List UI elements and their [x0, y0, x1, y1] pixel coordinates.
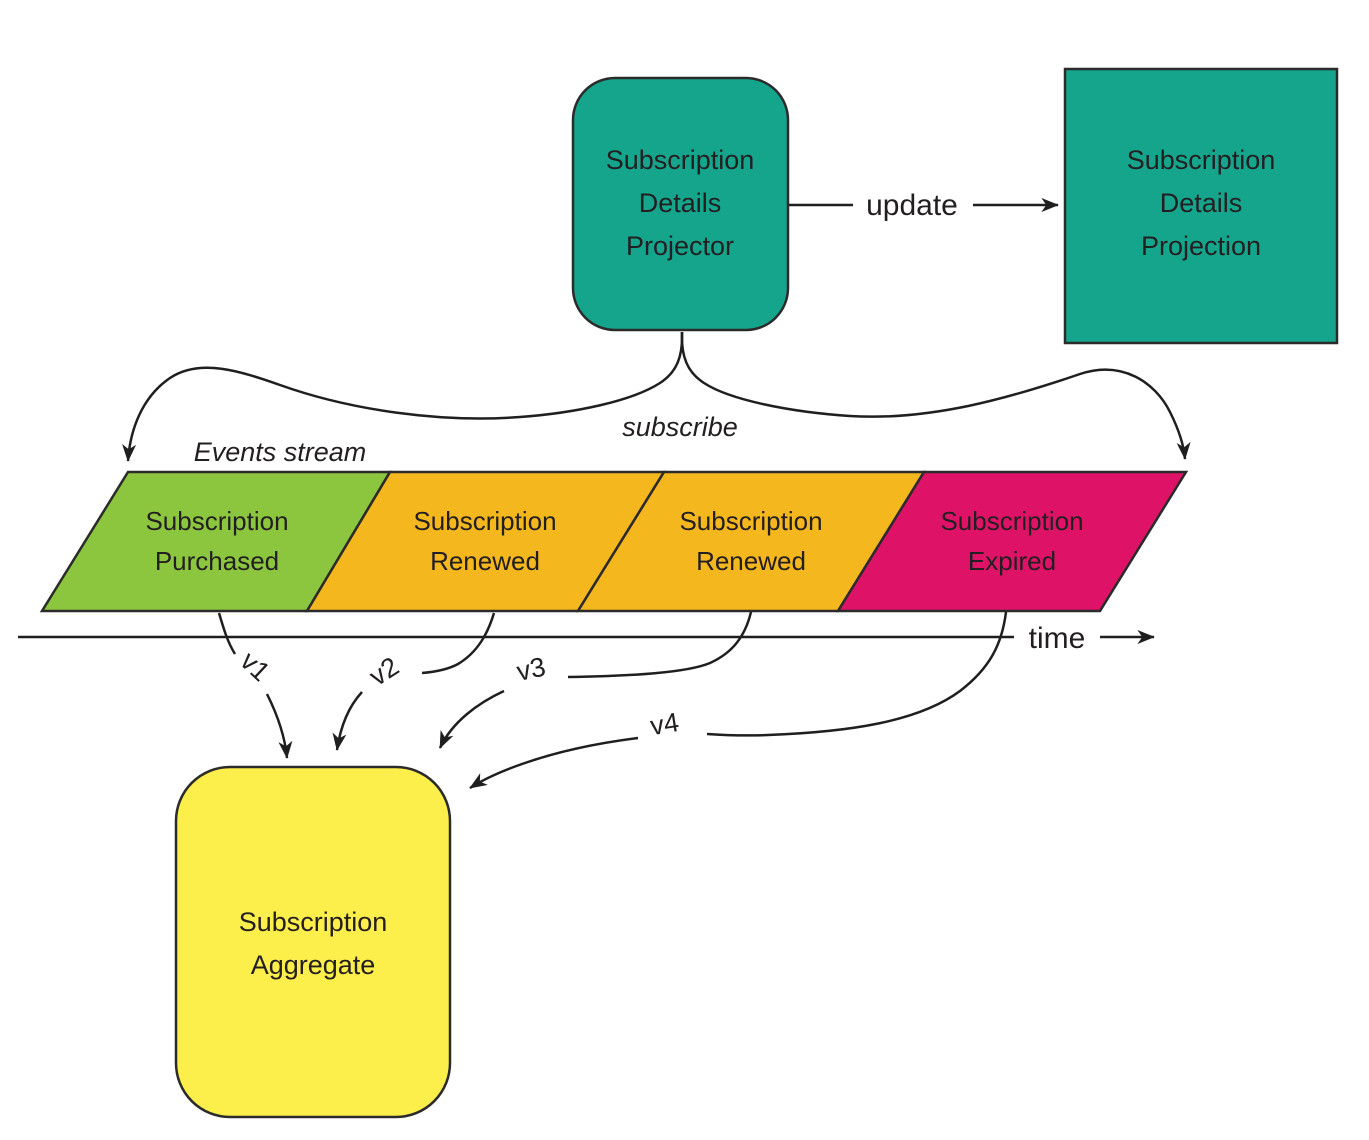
projector-label-line2: Details: [639, 188, 722, 218]
time-axis: time: [18, 622, 1155, 655]
projection-node: Subscription Details Projection: [1063, 67, 1339, 345]
version-arrows: v1 v2 v3 v4: [217, 611, 1008, 790]
v4-label: v4: [648, 707, 681, 741]
aggregate-box: [174, 765, 452, 1119]
projection-label-line2: Details: [1160, 188, 1243, 218]
subscribe-curve-right: [680, 331, 1191, 460]
time-label: time: [1029, 622, 1086, 655]
aggregate-label-line1: Subscription: [239, 907, 388, 937]
projection-box: [1063, 67, 1339, 345]
event3-label-line1: Subscription: [679, 506, 822, 536]
event-subscription-expired: [835, 470, 1189, 613]
aggregate-label-line2: Aggregate: [251, 950, 376, 980]
subscribe-arrows: subscribe: [122, 331, 1191, 462]
update-label: update: [866, 189, 958, 222]
v2-curve-upper: [421, 612, 496, 675]
projection-label-line1: Subscription: [1127, 145, 1276, 175]
v2-curve-lower: [332, 691, 363, 751]
v4-curve-left: [469, 736, 639, 790]
event3-label-line2: Renewed: [696, 546, 806, 576]
event2-label-line2: Renewed: [430, 546, 540, 576]
v1-curve-lower: [265, 693, 293, 759]
projector-node: Subscription Details Projector: [571, 76, 790, 332]
projection-label-line3: Projection: [1141, 231, 1261, 261]
v1-label: v1: [234, 646, 275, 687]
v3-curve-upper: [567, 611, 753, 679]
subscribe-curve-left: [122, 331, 684, 462]
event2-label-line1: Subscription: [413, 506, 556, 536]
v3-label: v3: [514, 652, 548, 687]
projector-label-line1: Subscription: [606, 145, 755, 175]
event1-label-line1: Subscription: [145, 506, 288, 536]
projector-label-line3: Projector: [626, 231, 734, 261]
event1-label-line2: Purchased: [155, 546, 279, 576]
event4-label-line1: Subscription: [940, 506, 1083, 536]
v2-label: v2: [364, 651, 404, 692]
event4-label-line2: Expired: [968, 546, 1056, 576]
projector-box: [571, 76, 790, 332]
update-arrow: update: [789, 189, 1059, 222]
aggregate-node: Subscription Aggregate: [174, 765, 452, 1119]
v4-curve-right: [706, 611, 1008, 737]
events-stream-label: Events stream: [194, 437, 367, 467]
v3-curve-lower: [438, 689, 505, 749]
events-stream: Events stream Subscription Purchased Sub…: [39, 437, 1189, 613]
v1-curve-upper: [217, 612, 237, 655]
subscribe-label: subscribe: [622, 412, 738, 442]
